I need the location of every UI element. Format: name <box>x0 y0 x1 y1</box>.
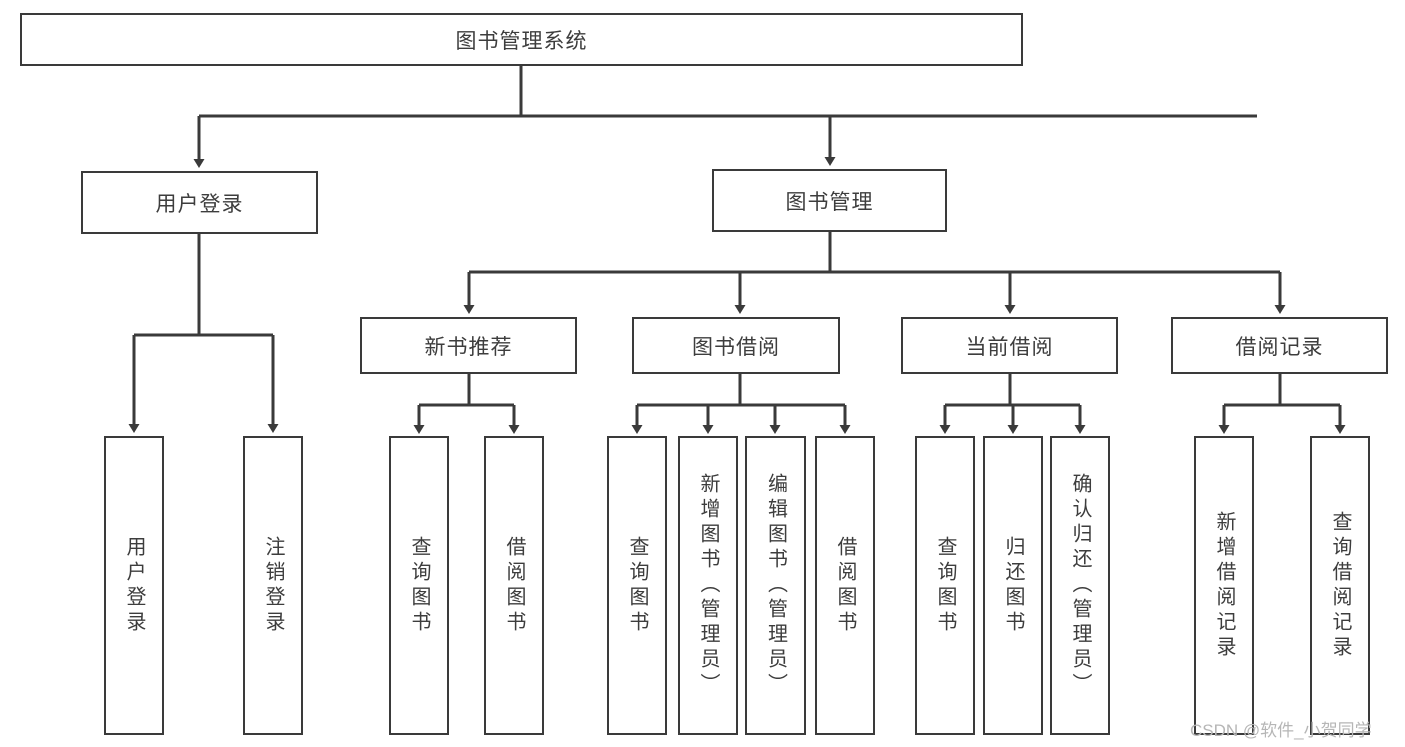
node-book-management-label: 图书管理 <box>785 190 874 214</box>
leaf-node-label: 编辑图书（管理员） <box>764 473 787 698</box>
leaf-node[interactable]: 查询图书 <box>915 436 975 735</box>
leaf-node[interactable]: 查询借阅记录 <box>1310 436 1370 735</box>
node-root-label: 图书管理系统 <box>455 29 588 53</box>
leaf-node[interactable]: 查询图书 <box>607 436 667 735</box>
node-user-login-label: 用户登录 <box>155 192 244 216</box>
node-book-management[interactable]: 图书管理 <box>712 169 947 232</box>
watermark-text: CSDN @软件_小贺同学 <box>1190 721 1372 740</box>
node-borrow-record-label: 借阅记录 <box>1235 335 1324 359</box>
leaf-node[interactable]: 归还图书 <box>983 436 1043 735</box>
leaf-node-label: 查询图书 <box>934 535 956 636</box>
node-root[interactable]: 图书管理系统 <box>20 13 1023 66</box>
leaf-node-label: 查询图书 <box>408 535 430 636</box>
leaf-node[interactable]: 用户登录 <box>104 436 164 735</box>
leaf-node-label: 归还图书 <box>1002 535 1024 636</box>
node-book-borrow[interactable]: 图书借阅 <box>632 317 840 374</box>
leaf-node-label: 新增图书（管理员） <box>697 473 719 698</box>
leaf-node[interactable]: 借阅图书 <box>484 436 544 735</box>
node-new-book-recommend-label: 新书推荐 <box>424 335 513 359</box>
leaf-node-label: 借阅图书 <box>834 535 856 636</box>
leaf-node[interactable]: 新增借阅记录 <box>1194 436 1254 735</box>
leaf-node[interactable]: 确认归还（管理员） <box>1050 436 1110 735</box>
leaf-node-label: 注销登录 <box>262 535 284 636</box>
node-new-book-recommend[interactable]: 新书推荐 <box>360 317 577 374</box>
leaf-node-label: 确认归还（管理员） <box>1069 473 1091 698</box>
node-current-borrow[interactable]: 当前借阅 <box>901 317 1118 374</box>
leaf-node[interactable]: 借阅图书 <box>815 436 875 735</box>
leaf-node-label: 查询借阅记录 <box>1329 510 1351 661</box>
node-user-login[interactable]: 用户登录 <box>81 171 318 234</box>
leaf-node[interactable]: 注销登录 <box>243 436 303 735</box>
node-book-borrow-label: 图书借阅 <box>692 335 780 359</box>
leaf-node[interactable]: 新增图书（管理员） <box>678 436 738 735</box>
leaf-node-label: 借阅图书 <box>503 535 525 636</box>
leaf-node[interactable]: 查询图书 <box>389 436 449 735</box>
leaf-node-label: 新增借阅记录 <box>1213 510 1235 661</box>
leaf-node-label: 用户登录 <box>123 535 145 636</box>
leaf-node[interactable]: 编辑图书（管理员） <box>745 436 806 735</box>
node-current-borrow-label: 当前借阅 <box>965 335 1054 359</box>
node-borrow-record[interactable]: 借阅记录 <box>1171 317 1388 374</box>
leaf-node-label: 查询图书 <box>626 535 648 636</box>
